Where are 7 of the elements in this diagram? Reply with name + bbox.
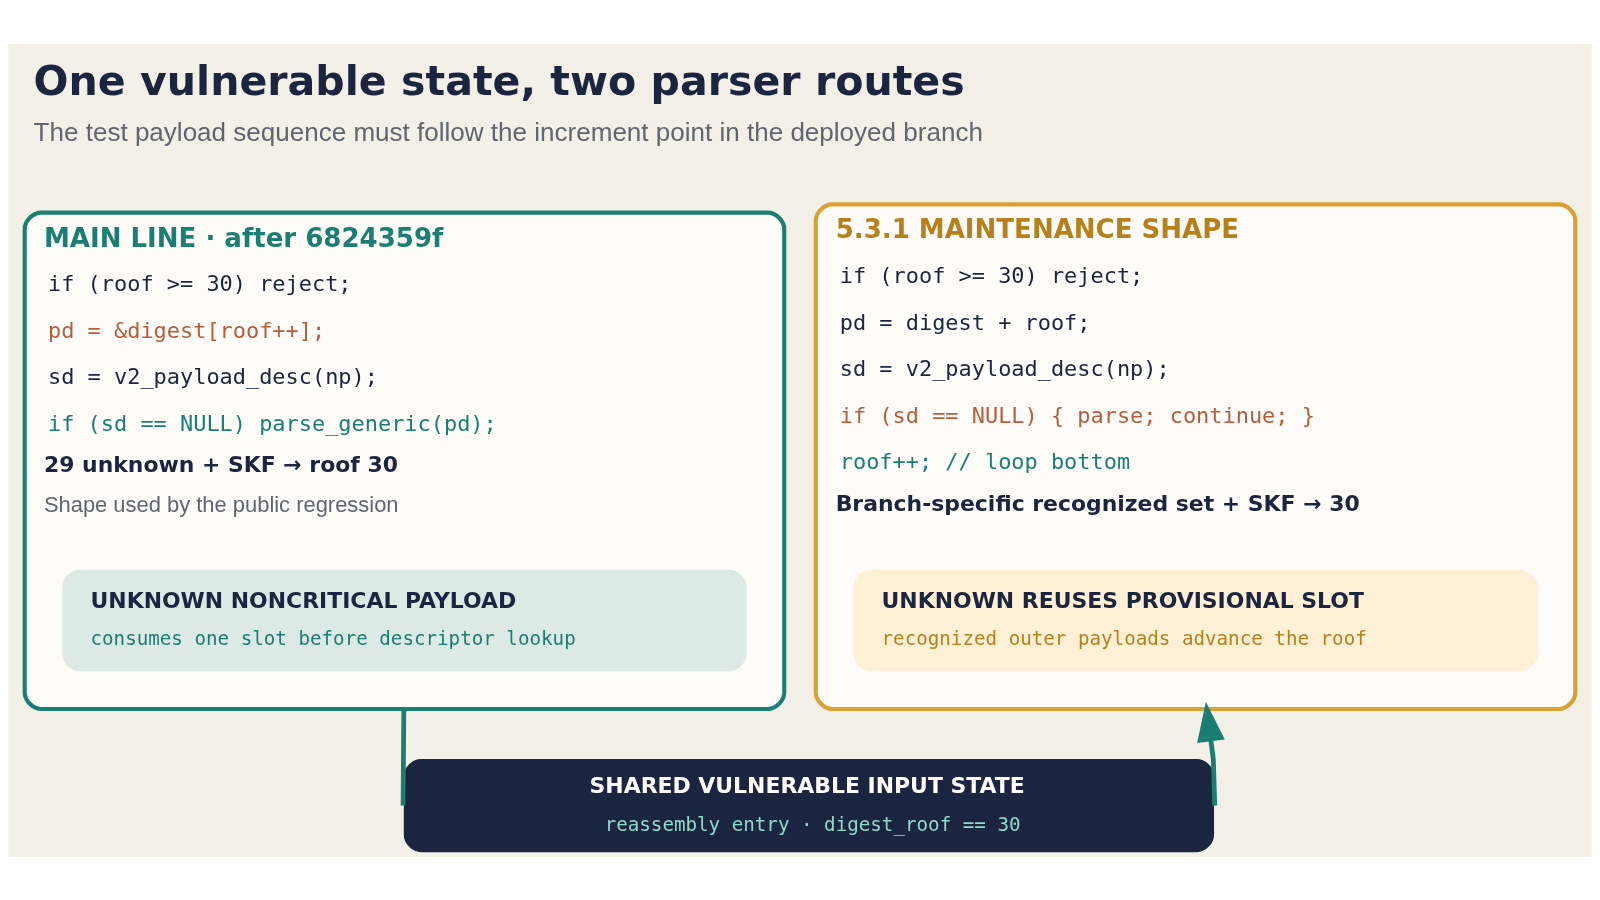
caption: The test payload sequence must follow the increment point in the deployed branch xyxy=(33,116,983,147)
node-box: UNKNOWN NONCRITICAL PAYLOAD consumes one slot before descriptor lookup xyxy=(62,569,747,671)
diagram-title: One vulnerable state, two parser routes xyxy=(33,56,965,105)
node-box: UNKNOWN REUSES PROVISIONAL SLOT recognized outer payloads advance the roof xyxy=(853,569,1538,671)
arrow xyxy=(1197,701,1225,806)
connector xyxy=(400,708,407,806)
node-box: SHARED VULNERABLE INPUT STATE reassembly entry · digest_roof == 30 xyxy=(403,758,1215,852)
